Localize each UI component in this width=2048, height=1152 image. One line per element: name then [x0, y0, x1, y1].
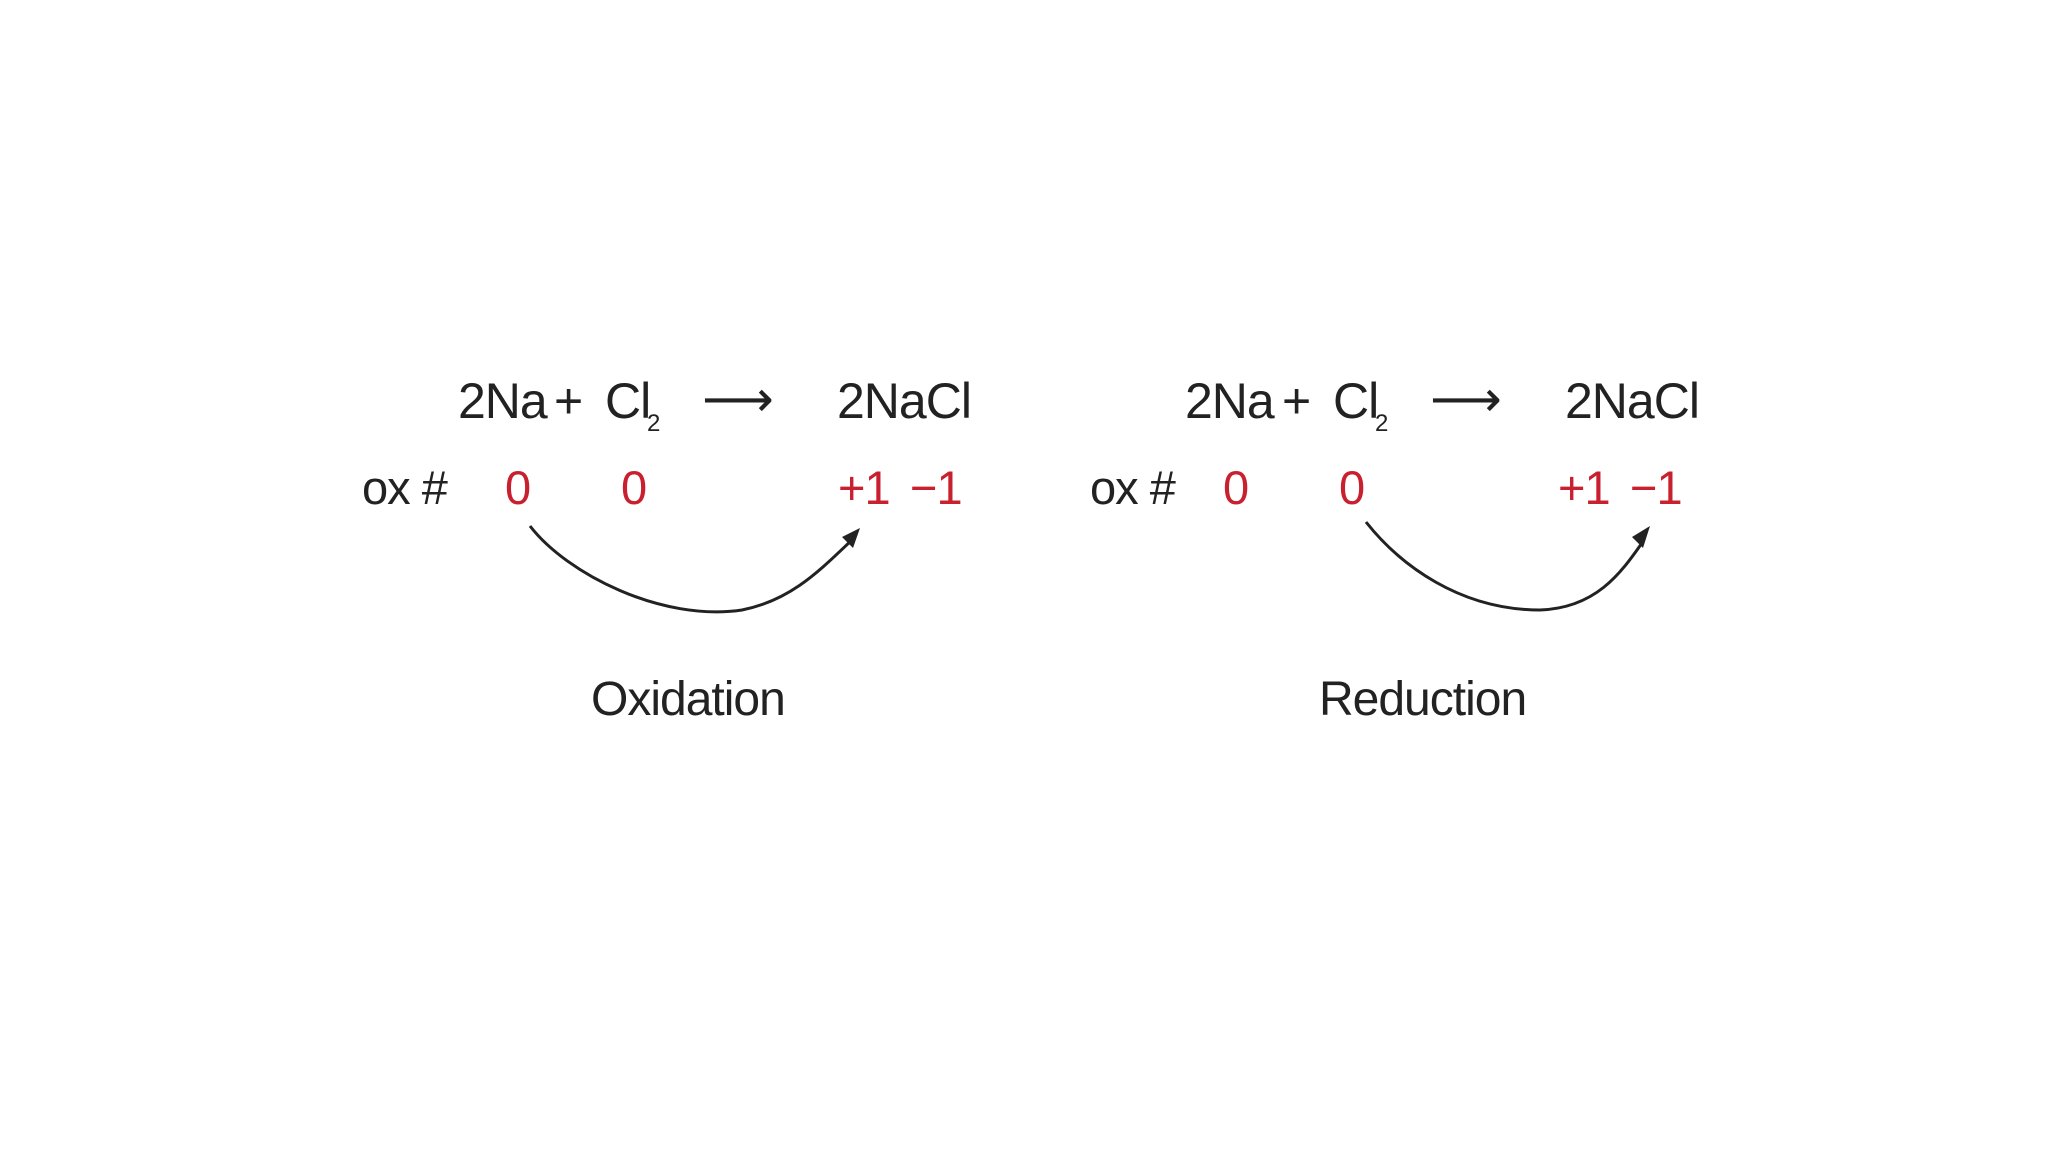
- reaction-arrow-icon: ⟶: [1430, 371, 1502, 427]
- reactant-chlorine: Cl: [605, 373, 651, 429]
- curved-arrow-icon: [1364, 521, 1650, 612]
- ox-number-chlorine: 0: [1339, 461, 1365, 514]
- ox-number-label: ox #: [362, 461, 448, 514]
- ox-number-chloride-product: −1: [1630, 461, 1683, 514]
- reduction-caption: Reduction: [1319, 673, 1527, 726]
- ox-number-label: ox #: [1090, 461, 1176, 514]
- ox-number-chloride-product: −1: [910, 461, 963, 514]
- curved-arrow-icon: [528, 525, 860, 614]
- ox-number-chlorine: 0: [621, 461, 647, 514]
- chlorine-subscript: 2: [647, 410, 661, 437]
- ox-number-sodium-product: +1: [838, 461, 891, 514]
- product-sodium-chloride: 2NaCl: [837, 373, 972, 429]
- oxidation-panel: 2Na + Cl 2 ⟶ 2NaCl ox # 0 0 +1 −1 Oxidat…: [362, 360, 982, 740]
- reduction-panel: 2Na + Cl 2 ⟶ 2NaCl ox # 0 0 +1 −1 Reduct…: [1090, 360, 1710, 740]
- ox-number-sodium: 0: [1223, 461, 1249, 514]
- plus-sign: +: [554, 373, 583, 429]
- plus-sign: +: [1282, 373, 1311, 429]
- product-sodium-chloride: 2NaCl: [1565, 373, 1700, 429]
- ox-number-sodium-product: +1: [1558, 461, 1611, 514]
- oxidation-caption: Oxidation: [591, 673, 786, 726]
- reactant-sodium: 2Na: [1185, 373, 1275, 429]
- reactant-sodium: 2Na: [458, 373, 548, 429]
- reactant-chlorine: Cl: [1333, 373, 1379, 429]
- chlorine-subscript: 2: [1375, 410, 1389, 437]
- ox-number-sodium: 0: [505, 461, 531, 514]
- reaction-arrow-icon: ⟶: [702, 371, 774, 427]
